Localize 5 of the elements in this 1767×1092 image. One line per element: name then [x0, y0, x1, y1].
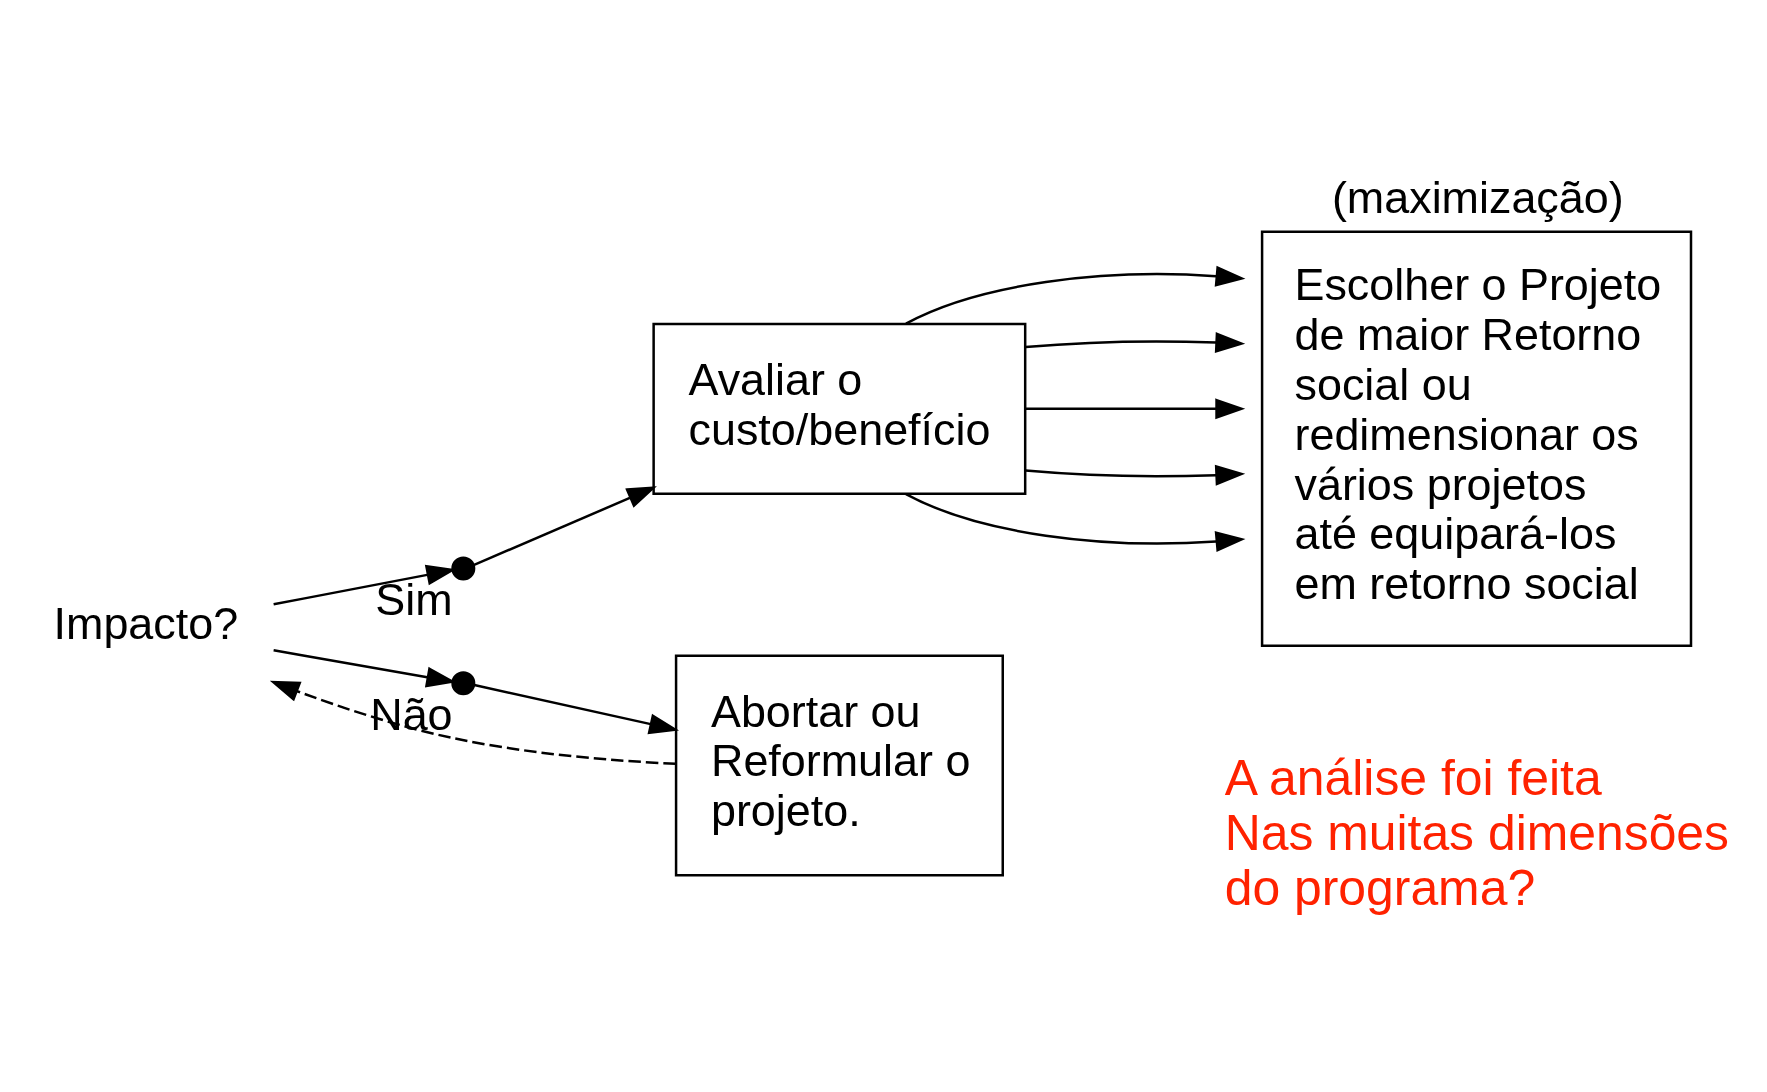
label: A análise foi feita Nas muitas dimensões do programa?	[1224, 750, 1730, 917]
node-label: (maximização)	[1331, 171, 1624, 223]
node-text: Impacto?	[53, 598, 239, 650]
node-label: Não	[370, 688, 453, 740]
node-label: Sim	[375, 574, 453, 626]
